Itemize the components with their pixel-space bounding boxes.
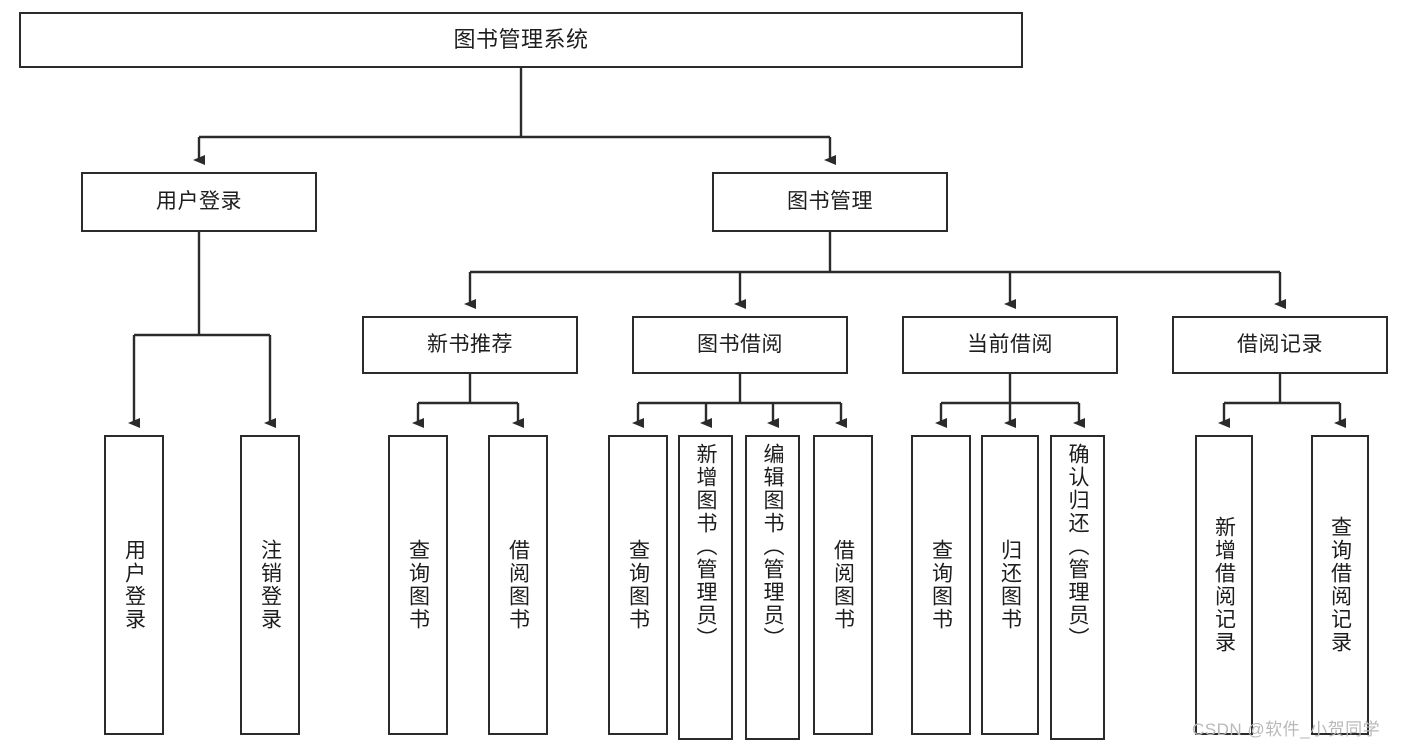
leaf-user-login-logout[interactable]: 注销登录 [240,435,300,735]
node-current-borrow[interactable]: 当前借阅 [902,316,1118,374]
node-label: 确认归还（管理员） [1066,443,1089,650]
node-book-borrow[interactable]: 图书借阅 [632,316,848,374]
leaf-book-borrow-query[interactable]: 查询图书 [608,435,668,735]
leaf-book-borrow-add[interactable]: 新增图书（管理员） [678,435,733,740]
leaf-new-book-query[interactable]: 查询图书 [388,435,448,735]
leaf-user-login-login[interactable]: 用户登录 [104,435,164,735]
leaf-current-borrow-query[interactable]: 查询图书 [911,435,971,735]
node-label: 编辑图书（管理员） [761,443,784,650]
node-label: 借阅图书 [831,539,855,631]
node-book-management[interactable]: 图书管理 [712,172,948,232]
node-borrow-record[interactable]: 借阅记录 [1172,316,1388,374]
node-label: 借阅图书 [506,539,530,631]
leaf-new-book-borrow[interactable]: 借阅图书 [488,435,548,735]
leaf-current-borrow-confirm-return[interactable]: 确认归还（管理员） [1050,435,1105,740]
node-new-book-recommend[interactable]: 新书推荐 [362,316,578,374]
node-label: 查询图书 [406,539,430,631]
leaf-borrow-record-query[interactable]: 查询借阅记录 [1311,435,1369,735]
node-label: 借阅记录 [1237,332,1323,356]
leaf-book-borrow-lend[interactable]: 借阅图书 [813,435,873,735]
node-label: 查询借阅记录 [1328,516,1352,654]
node-label: 注销登录 [258,539,282,631]
csdn-watermark: CSDN @软件_小贺同学 [1192,720,1381,739]
node-label: 新增图书（管理员） [694,443,717,650]
node-label: 归还图书 [998,539,1022,631]
node-label: 查询图书 [929,539,953,631]
node-label: 图书借阅 [697,332,783,356]
node-label: 图书管理 [787,189,873,213]
node-label: 用户登录 [122,539,146,631]
node-user-login[interactable]: 用户登录 [81,172,317,232]
leaf-borrow-record-add[interactable]: 新增借阅记录 [1195,435,1253,735]
node-root-system[interactable]: 图书管理系统 [19,12,1023,68]
node-label: 图书管理系统 [453,27,589,53]
node-label: 查询图书 [626,539,650,631]
leaf-current-borrow-return[interactable]: 归还图书 [981,435,1039,735]
node-label: 新书推荐 [427,332,513,356]
node-label: 新增借阅记录 [1212,516,1236,654]
leaf-book-borrow-edit[interactable]: 编辑图书（管理员） [745,435,800,740]
node-label: 当前借阅 [967,332,1053,356]
node-label: 用户登录 [156,189,242,213]
